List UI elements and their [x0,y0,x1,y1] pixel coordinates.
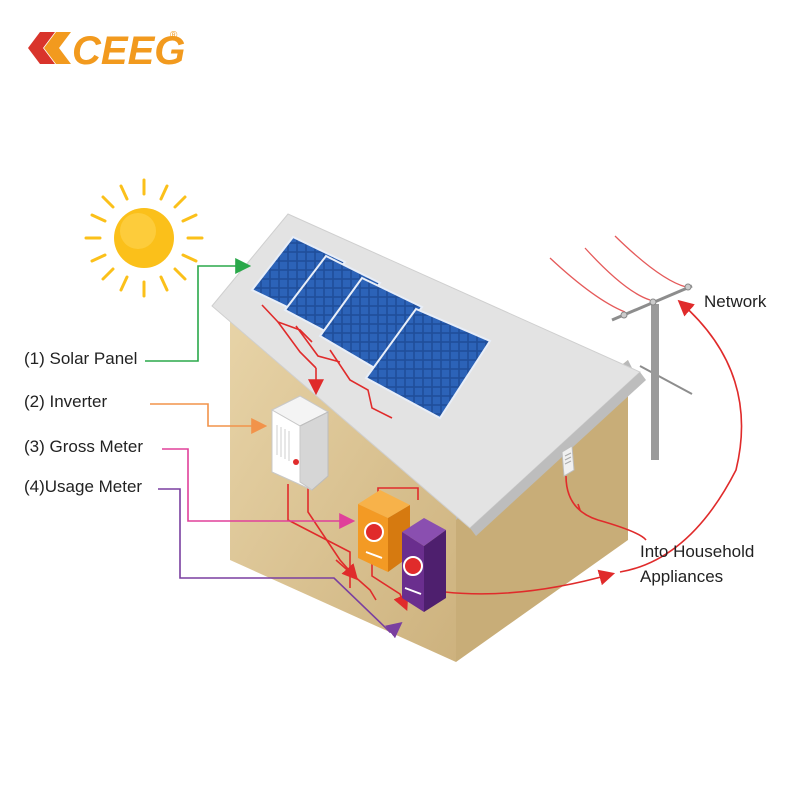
logo-text: CEEG [72,29,185,73]
label-network: Network [704,292,767,311]
house-front-wall [230,300,456,662]
label-usage-meter: (4)Usage Meter [24,477,142,496]
inverter-icon [270,395,330,491]
label-appliances-line2: Appliances [640,567,723,586]
solar-panel-callout-line [145,258,252,362]
sun-icon [84,178,204,298]
utility-pole-icon [549,235,693,460]
solar-panel-icon [364,307,492,420]
brand-logo: CEEG ® [28,29,185,73]
house-roof-edge [470,372,646,536]
callout-lines [145,258,403,639]
solar-panel-icon [283,254,382,340]
power-flow-lines [261,299,743,611]
usage-meter-icon [402,518,446,612]
labels: (1) Solar Panel (2) Inverter (3) Gross M… [24,292,767,586]
label-inverter: (2) Inverter [24,392,107,411]
gross-meter-callout-line [162,448,356,529]
wall-socket-icon [561,445,575,477]
label-gross-meter: (3) Gross Meter [24,437,143,456]
inverter-callout-line [150,403,268,434]
label-appliances-line1: Into Household [640,542,754,561]
logo-registered-mark: ® [170,30,178,41]
solar-panel-array [250,235,492,420]
logo-chevron-icon [28,32,71,64]
usage-meter-callout-line [158,488,403,639]
label-solar-panel: (1) Solar Panel [24,349,137,368]
solar-panel-icon [318,276,424,372]
